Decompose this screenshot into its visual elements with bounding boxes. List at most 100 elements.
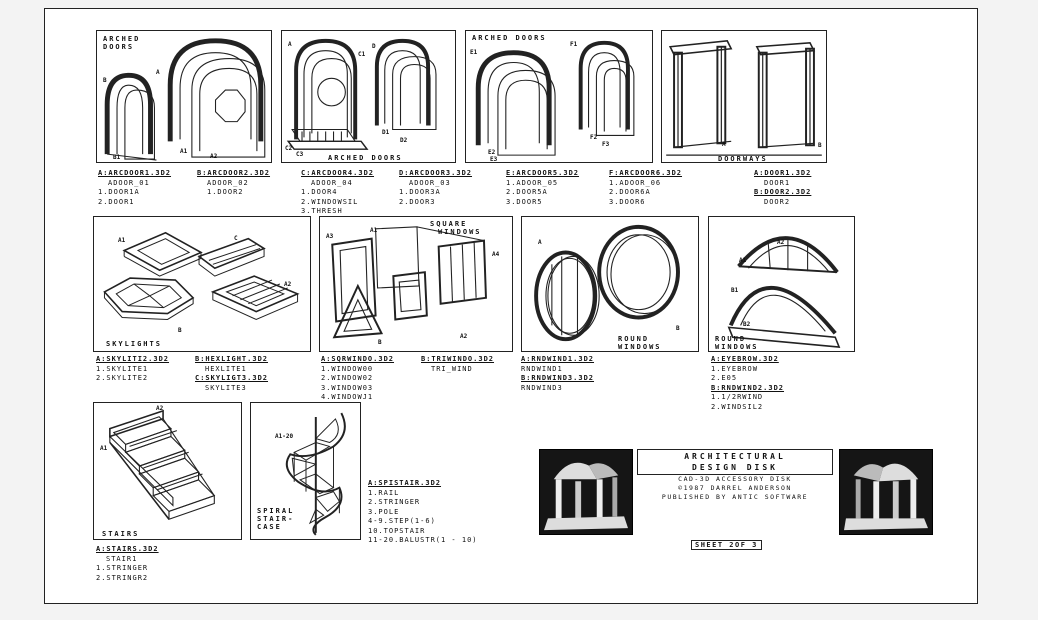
caption-arcdoor6: F:ARCDOOR6.3D2 1.ADOOR_06 2.DOOR6A 3.DOO… bbox=[609, 169, 682, 207]
caption-line: DOOR1 bbox=[764, 178, 791, 187]
point-label: A2 bbox=[460, 333, 468, 340]
spiral-staircase-drawing bbox=[285, 412, 346, 536]
publisher-line: PUBLISHED BY ANTIC SOFTWARE bbox=[661, 493, 809, 501]
point-label: B bbox=[378, 339, 382, 346]
panel-round-windows-1: A B ROUND WINDOWS bbox=[521, 216, 699, 352]
caption-line: 2.E05 bbox=[711, 374, 738, 382]
panel-arched-doors-3: ARCHED DOORS E1 F1 F2 F3 E2 E3 bbox=[465, 30, 653, 163]
caption-line: 1.DOOR4 bbox=[301, 188, 338, 196]
caption-line: 2.DOOR3 bbox=[399, 197, 436, 206]
point-label: E2 bbox=[488, 149, 496, 156]
panel-skylights: A1 C A2 B SKYLIGHTS bbox=[93, 216, 311, 352]
caption-title: B:RNDWIND3.3D2 bbox=[521, 374, 595, 382]
copyright-line: ©1987 DARREL ANDERSON bbox=[678, 484, 792, 492]
point-label: B bbox=[676, 325, 680, 332]
caption-line: 1.EYEBROW bbox=[711, 364, 758, 373]
caption-arcdoor1: A:ARCDOOR1.3D2 ADOOR_01 1.DOOR1A 2.DOOR1 bbox=[98, 169, 171, 207]
panel-label-stairs: STAIRS bbox=[102, 530, 140, 538]
caption-line: 1.1/2RWIND bbox=[711, 393, 764, 401]
caption-stairs: A:STAIRS.3D2 STAIR1 1.STRINGER 2.STRINGR… bbox=[96, 545, 159, 583]
point-label: A1-20 bbox=[275, 433, 294, 440]
caption-line: 2.SKYLITE2 bbox=[96, 374, 149, 382]
caption-title: C:ARCDOOR4.3D2 bbox=[301, 169, 375, 177]
caption-title: E:ARCDOOR5.3D2 bbox=[506, 169, 580, 177]
point-label: D bbox=[372, 43, 376, 50]
panel-label-skylights: SKYLIGHTS bbox=[106, 340, 162, 348]
drawing-sheet: ARCHED DOORS A B A1 A2 B1 A C bbox=[44, 8, 978, 604]
point-label: A2 bbox=[777, 239, 785, 246]
panel-label-arched-doors: ARCHED DOORS bbox=[472, 34, 547, 42]
caption-line: RNDWIND1 bbox=[521, 364, 563, 373]
caption-line: 1.WINDOW00 bbox=[321, 364, 374, 373]
caption-line: 1.DOOR3A bbox=[399, 188, 441, 196]
point-label: B bbox=[178, 327, 182, 334]
caption-line: 2.DOOR1 bbox=[98, 197, 135, 206]
caption-line: 3.THRESH bbox=[301, 207, 343, 215]
caption-title: A:EYEBROW.3D2 bbox=[711, 355, 779, 363]
caption-line: DOOR2 bbox=[764, 197, 791, 206]
panel-label-case: CASE bbox=[257, 523, 282, 531]
caption-title: A:SKYLITI2.3D2 bbox=[96, 355, 170, 363]
point-label: B bbox=[818, 142, 822, 149]
arched-doors-drawing-1 bbox=[104, 38, 266, 161]
point-label: F3 bbox=[602, 141, 610, 148]
caption-line: ADOOR_02 bbox=[207, 178, 249, 187]
panel-spiral-staircase: A1-20 SPIRAL STAIR- CASE bbox=[250, 402, 361, 540]
point-label: D1 bbox=[382, 129, 390, 136]
caption-line: 3.POLE bbox=[368, 507, 400, 516]
caption-line: 1.RAIL bbox=[368, 488, 400, 497]
point-label: B2 bbox=[743, 321, 751, 328]
gazebo-render-left bbox=[540, 450, 632, 534]
caption-line: 4-9.STEP(1-6) bbox=[368, 517, 436, 525]
caption-sqrwindo: A:SQRWINDO.3D2 1.WINDOW00 2.WINDOW02 3.W… bbox=[321, 355, 394, 403]
gazebo-render-right bbox=[840, 450, 932, 534]
round-windows-drawing-2 bbox=[727, 236, 841, 348]
point-label: A1 bbox=[100, 445, 108, 452]
caption-title: B:ARCDOOR2.3D2 bbox=[197, 169, 271, 177]
caption-title: A:STAIRS.3D2 bbox=[96, 545, 159, 553]
point-label: C bbox=[234, 235, 238, 242]
point-label: E1 bbox=[470, 49, 478, 56]
stairs-drawing bbox=[109, 409, 216, 521]
panel-round-windows-2: A2 A1 B1 B2 ROUND WINDOWS bbox=[708, 216, 855, 352]
caption-title: A:RNDWIND1.3D2 bbox=[521, 355, 595, 363]
caption-line: 2.WINDOWSIL bbox=[301, 197, 359, 206]
doorways-drawing bbox=[666, 40, 822, 156]
point-label: A bbox=[538, 239, 542, 246]
caption-title: A:DOOR1.3D2 bbox=[754, 169, 812, 177]
panel-label-doorways: DOORWAYS bbox=[718, 155, 768, 163]
caption-door1-door2: A:DOOR1.3D2 DOOR1 B:DOOR2.3D2 DOOR2 bbox=[754, 169, 811, 207]
panel-label-round: ROUND bbox=[715, 335, 747, 343]
point-label: A bbox=[156, 69, 160, 76]
point-label: B bbox=[103, 77, 107, 84]
caption-line: 3.DOOR6 bbox=[609, 197, 646, 206]
caption-line: RNDWIND3 bbox=[521, 383, 563, 392]
point-label: A3 bbox=[326, 233, 334, 240]
point-label: A1 bbox=[739, 257, 747, 264]
title-block: ARCHITECTURAL DESIGN DISK CAD-3D ACCESSO… bbox=[637, 449, 833, 502]
caption-hexlight: B:HEXLIGHT.3D2 HEXLITE1 C:SKYLIGT3.3D2 S… bbox=[195, 355, 268, 393]
panel-label-arched: ARCHED bbox=[103, 35, 141, 43]
caption-skylight: A:SKYLITI2.3D2 1.SKYLITE1 2.SKYLITE2 bbox=[96, 355, 169, 384]
caption-line: HEXLITE1 bbox=[205, 364, 247, 373]
caption-line: 2.STRINGER bbox=[368, 498, 421, 506]
caption-title: B:DOOR2.3D2 bbox=[754, 188, 812, 196]
point-label: C2 bbox=[285, 145, 293, 152]
caption-line: 1.DOOR2 bbox=[207, 188, 244, 196]
point-label: C1 bbox=[358, 51, 366, 58]
caption-rndwind: A:RNDWIND1.3D2 RNDWIND1 B:RNDWIND3.3D2 R… bbox=[521, 355, 594, 393]
panel-label-round: ROUND bbox=[618, 335, 650, 343]
rendered-gazebo-image-right bbox=[839, 449, 933, 535]
disk-title: ARCHITECTURAL DESIGN DISK bbox=[637, 449, 833, 475]
caption-line: STAIR1 bbox=[106, 554, 138, 563]
caption-line: 2.WINDSIL2 bbox=[711, 402, 764, 411]
caption-line: 10.TOPSTAIR bbox=[368, 526, 426, 535]
caption-line: 3.DOOR5 bbox=[506, 197, 543, 206]
caption-line: 3.WINDOW03 bbox=[321, 383, 374, 392]
caption-title: B:HEXLIGHT.3D2 bbox=[195, 355, 269, 363]
panel-label-arched-doors: ARCHED DOORS bbox=[328, 154, 403, 162]
caption-line: 1.ADOOR_06 bbox=[609, 178, 662, 187]
panel-doorways: A B DOORWAYS bbox=[661, 30, 827, 163]
panel-arched-doors-1: ARCHED DOORS A B A1 A2 B1 bbox=[96, 30, 272, 163]
caption-title: A:SQRWINDO.3D2 bbox=[321, 355, 395, 363]
